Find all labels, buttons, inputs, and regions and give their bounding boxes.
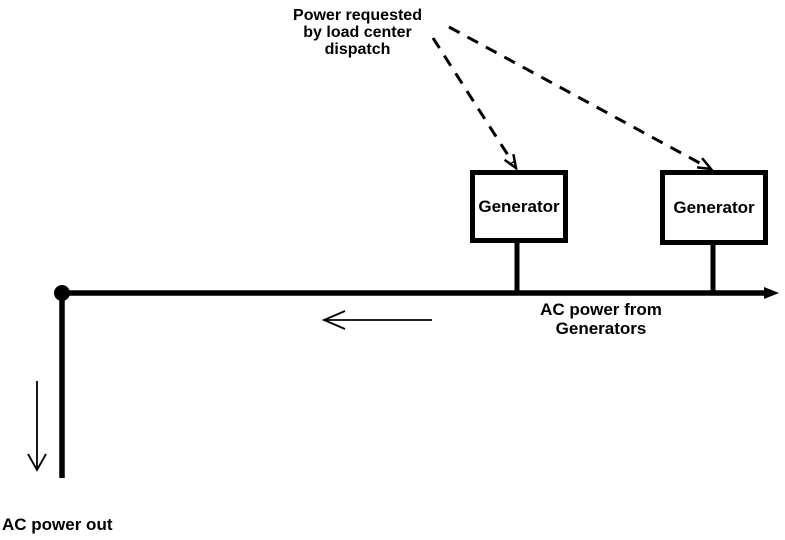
- dispatch-note-line-2: by load center: [303, 24, 412, 41]
- dashed-request-arrow-right-icon: [448, 25, 714, 171]
- generator-left-label: Generator: [478, 196, 560, 216]
- dashed-request-arrow-left-icon: [431, 37, 518, 171]
- ac-power-out-label: AC power out: [2, 515, 113, 534]
- ac-bus-label-line-2: Generators: [555, 319, 647, 338]
- dispatch-note-line-1: Power requested: [293, 7, 422, 24]
- generator-box-right: Generator: [660, 170, 768, 245]
- ac-bus-label: AC power from Generators: [511, 300, 691, 338]
- generator-box-left: Generator: [470, 170, 568, 243]
- power-flow-left-arrow-icon: [321, 310, 432, 330]
- dispatch-note-line-3: dispatch: [324, 41, 391, 58]
- generator-right-label: Generator: [673, 197, 755, 217]
- ac-bus-end-arrow-icon: [764, 287, 779, 299]
- power-flow-down-arrow-icon: [27, 381, 47, 472]
- ac-bus-label-line-1: AC power from: [540, 300, 662, 319]
- dispatch-note-label: Power requested by load center dispatch: [250, 7, 465, 58]
